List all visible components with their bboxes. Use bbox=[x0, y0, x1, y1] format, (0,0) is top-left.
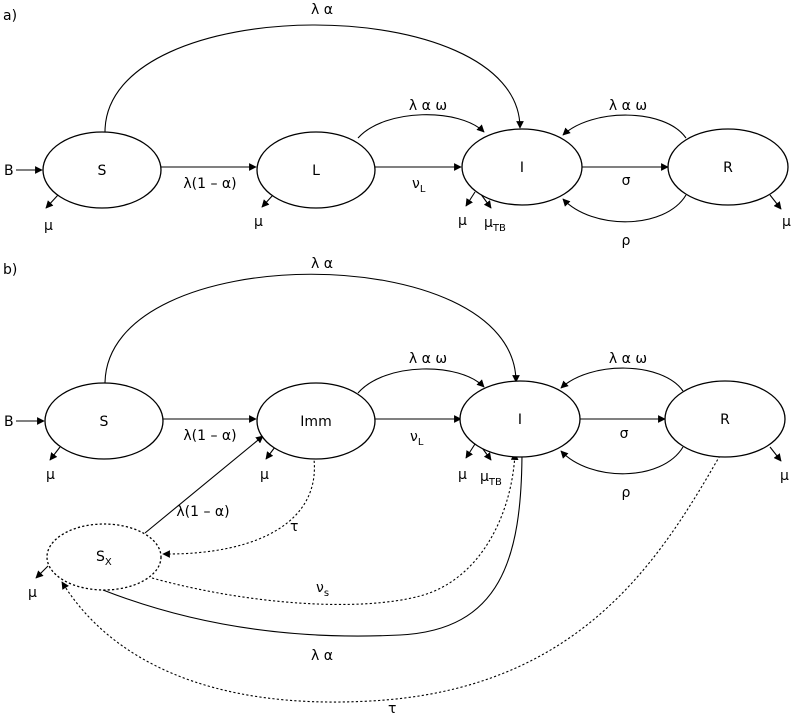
inflow-label: B bbox=[4, 414, 14, 430]
edge-l-to-i-arc bbox=[357, 114, 485, 139]
mortality-s-label: μ bbox=[44, 218, 53, 234]
edge-sx-to-imm-label: λ(1 – α) bbox=[176, 504, 229, 520]
mortality-sx-label: μ bbox=[28, 585, 37, 601]
edge-sx-to-i-solid bbox=[102, 449, 526, 637]
node-i bbox=[459, 380, 581, 458]
mortality-arrow-i bbox=[465, 191, 476, 207]
mortality-i-tb-label: μTB bbox=[480, 469, 502, 488]
edge-r-to-i-top-label: λ α ω bbox=[609, 98, 647, 114]
edge-r-to-sx-label: τ bbox=[388, 701, 396, 717]
node-imm-label: Imm bbox=[300, 414, 331, 430]
edge-r-to-i-bottom bbox=[560, 446, 684, 475]
mortality-r-label: μ bbox=[782, 214, 791, 230]
edge-r-to-i-top bbox=[560, 367, 684, 392]
edge-r-to-i-bottom bbox=[562, 194, 687, 223]
edge-i-to-r-label: σ bbox=[620, 426, 629, 442]
inflow-label: B bbox=[4, 163, 14, 179]
node-s-label: S bbox=[100, 414, 109, 430]
edge-s-to-i-arc bbox=[104, 24, 524, 133]
edge-s-to-imm-label: λ(1 – α) bbox=[183, 428, 236, 444]
node-i-label: I bbox=[518, 412, 522, 428]
panel-a-label: a) bbox=[3, 8, 17, 24]
edge-r-to-i-bottom-label: ρ bbox=[622, 233, 631, 249]
panel-b: b) S Imm I R SX B bbox=[3, 256, 789, 717]
mortality-l-label: μ bbox=[254, 214, 263, 230]
mortality-imm-label: μ bbox=[260, 467, 269, 483]
edge-i-to-r-label: σ bbox=[622, 173, 631, 189]
node-r-label: R bbox=[723, 160, 733, 176]
node-s-label: S bbox=[98, 163, 107, 179]
edge-l-to-i-arc-label: λ α ω bbox=[409, 98, 447, 114]
panel-b-label: b) bbox=[3, 262, 17, 278]
panel-a: a) S L I R B λ α λ(1 – α) λ α ω νL σ λ α bbox=[3, 2, 791, 249]
mortality-arrow-sx bbox=[35, 565, 49, 579]
edge-s-to-i-label: λ α bbox=[311, 256, 333, 272]
edge-imm-to-sx-label: τ bbox=[290, 519, 298, 535]
mortality-arrow-r bbox=[769, 194, 782, 210]
mortality-arrow-imm bbox=[265, 446, 276, 460]
mortality-arrow-l bbox=[261, 194, 274, 208]
node-l bbox=[256, 131, 376, 209]
edge-sx-to-i-dashed-label: νs bbox=[316, 580, 329, 599]
node-s bbox=[42, 131, 162, 209]
edge-r-to-i-top bbox=[562, 114, 687, 139]
node-i-label: I bbox=[520, 160, 524, 176]
edge-imm-to-i-arc bbox=[357, 368, 485, 394]
edge-sx-to-i-solid-label: λ α bbox=[311, 648, 333, 664]
edge-sx-to-i-dashed bbox=[151, 452, 519, 606]
mortality-s-label: μ bbox=[46, 467, 55, 483]
mortality-r-label: μ bbox=[780, 468, 789, 484]
edge-s-to-i-label: λ α bbox=[311, 2, 333, 18]
mortality-i-tb-label: μTB bbox=[484, 215, 506, 234]
edge-imm-to-i-direct-label: νL bbox=[410, 429, 424, 448]
mortality-i-label: μ bbox=[458, 213, 467, 229]
node-i bbox=[461, 128, 583, 206]
node-r bbox=[667, 128, 789, 206]
edge-r-to-i-bottom-label: ρ bbox=[622, 485, 631, 501]
node-imm bbox=[256, 382, 376, 460]
edge-r-to-i-top-label: λ α ω bbox=[609, 351, 647, 367]
mortality-arrow-i bbox=[465, 443, 476, 459]
mortality-arrow-r bbox=[769, 446, 782, 462]
edge-imm-to-i-arc-label: λ α ω bbox=[409, 351, 447, 367]
edge-imm-to-sx bbox=[162, 451, 315, 558]
mortality-arrow-s bbox=[49, 446, 61, 461]
edge-l-to-i-direct-label: νL bbox=[412, 176, 426, 195]
edge-sx-to-imm bbox=[144, 435, 264, 534]
edge-s-to-l-label: λ(1 – α) bbox=[183, 176, 236, 192]
node-sx-label: SX bbox=[96, 549, 112, 568]
edge-r-to-sx bbox=[61, 451, 723, 703]
node-r-label: R bbox=[720, 412, 730, 428]
node-l-label: L bbox=[312, 163, 320, 179]
mortality-arrow-s bbox=[45, 194, 59, 209]
node-sx bbox=[46, 523, 162, 591]
edge-s-to-i-arc bbox=[104, 273, 520, 385]
node-s bbox=[44, 382, 164, 460]
mortality-i-label: μ bbox=[458, 467, 467, 483]
node-r bbox=[664, 380, 786, 458]
